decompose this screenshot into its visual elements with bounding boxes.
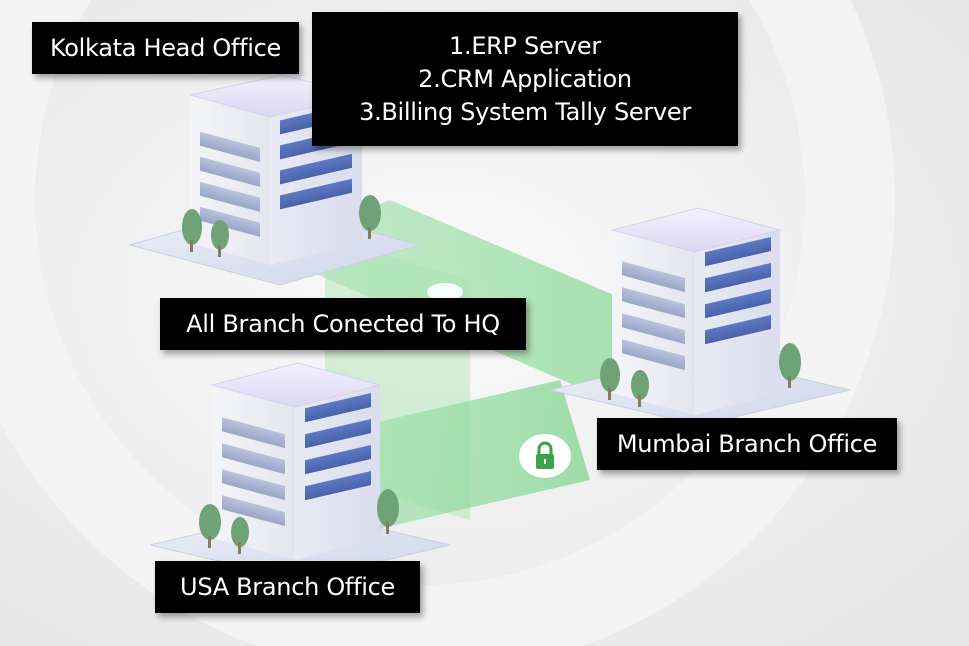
kolkata-office-label: Kolkata Head Office [32, 22, 299, 74]
hq-service-item: 2.CRM Application [418, 64, 632, 93]
tree [182, 195, 381, 257]
hq-service-item: 1.ERP Server [449, 31, 601, 60]
mumbai-office-label-text: Mumbai Branch Office [616, 430, 878, 458]
usa-office-label-text: USA Branch Office [180, 573, 395, 601]
usa-office-label: USA Branch Office [155, 561, 420, 613]
tree [600, 343, 801, 407]
connection-label-text: All Branch Conected To HQ [186, 310, 500, 338]
hq-service-item: 3.Billing System Tally Server [359, 97, 691, 126]
connection-label: All Branch Conected To HQ [160, 298, 526, 350]
kolkata-office-label-text: Kolkata Head Office [50, 34, 281, 62]
tree [199, 489, 399, 554]
mumbai-building [549, 207, 851, 426]
hq-services-list: 1.ERP Server 2.CRM Application 3.Billing… [312, 12, 738, 146]
lock-icon [519, 434, 571, 478]
mumbai-office-label: Mumbai Branch Office [597, 418, 897, 470]
